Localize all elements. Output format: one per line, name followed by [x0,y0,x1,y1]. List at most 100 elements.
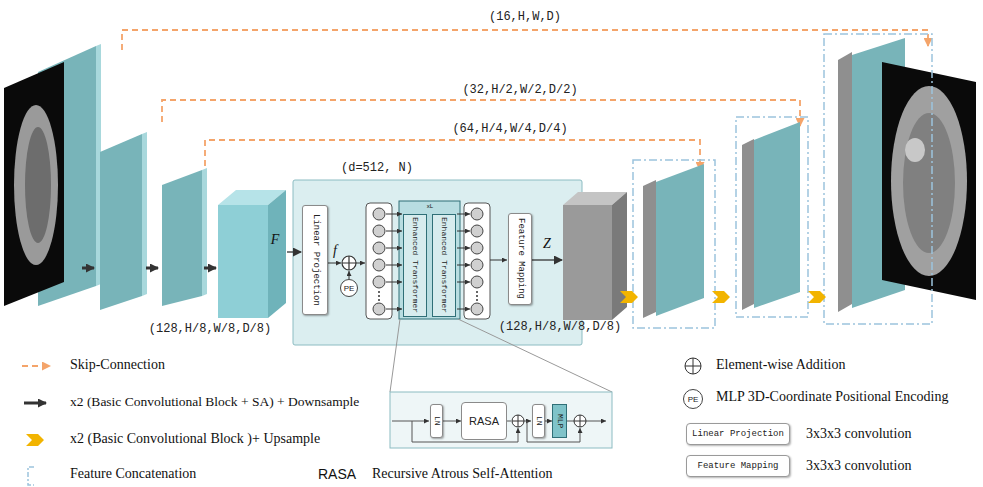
attention-box: RASA [461,402,507,440]
token-column [464,203,490,319]
token [373,276,385,288]
token [471,225,483,237]
concat-bracket [736,117,808,317]
flow-arrow [457,231,470,232]
flow-arrow [532,259,562,260]
addition-symbol [574,415,586,427]
token [373,225,385,237]
legend-text: x2 (Basic Convolutional Block )+ Upsampl… [70,431,320,447]
encoder-block [202,168,207,296]
token [373,259,385,271]
mlp-box: MLP [552,404,567,438]
node-text: PE [688,395,699,404]
ellipsis-dot [476,295,478,297]
flow-arrow [457,214,470,215]
legend-text: Element-wise Addition [716,357,845,373]
decoder-block [563,38,976,320]
token [471,208,483,220]
decoder-block [656,164,704,316]
encoder-block [4,44,286,318]
flow-arrow [386,265,402,266]
token-column [366,203,392,319]
legend-text: Recursive Atrous Self-Attention [372,466,552,482]
encoder-block [100,134,142,310]
ellipsis-dot [378,295,380,297]
transformer-panel-ground [399,201,460,319]
token [373,303,385,315]
node-text: Feature Mapping [516,218,525,299]
skip-connection [205,140,700,170]
legend-sample [26,434,44,446]
addition-symbol [342,256,356,270]
ellipsis-dot [378,291,478,301]
flow-arrow [386,248,402,249]
projection-box: Linear Projection [302,205,328,315]
legend-sample [28,467,34,485]
addition-symbol [574,415,586,427]
inset-panel [390,392,612,448]
decoder-block [903,113,955,253]
inset-wire [586,421,606,422]
node-text: Enhanced Transformer [411,217,419,313]
inset-wire [392,421,429,422]
conv-box: Feature Mapping [686,455,790,477]
flow-arrow [386,231,402,232]
ellipsis-dot [378,299,380,301]
node-text: (d=512, N) [341,161,413,175]
norm-box: LN [430,404,443,438]
flow-arrow [457,248,470,249]
legend-sample [24,402,46,405]
addition-symbol [512,415,524,427]
flow-arrow [328,263,341,264]
flow-arrow [349,271,350,279]
upsample-chevron [620,291,638,303]
pe-circle: PE [340,279,358,297]
tensor-symbol: f [333,243,337,259]
node-text: Linear Projection [311,214,320,306]
inset-panel [390,392,612,448]
tensor-symbol: F [271,232,280,248]
legend-sample [22,366,50,485]
encoder-block [25,127,51,243]
encoder-block [162,170,202,306]
encoder-block [142,132,147,296]
node-text: Feature Mapping [697,461,778,471]
token [373,208,385,220]
decoder-block [882,62,976,300]
encoder-block [218,205,268,318]
abbreviation: RASA [318,466,356,482]
addition-symbol [685,358,701,374]
skip-connection [122,30,928,170]
token-column [366,203,490,319]
connector [443,421,461,422]
node-text: PE [344,284,355,293]
addition-symbol [342,256,356,270]
concat-bracket [633,160,715,328]
tensor-symbol: Z [543,236,551,252]
node-text: RASA [469,415,499,427]
encoder-block [268,190,286,318]
ellipsis-dot [476,299,478,301]
dimension-label: (128,H/8,W/8,D/8) [149,322,271,336]
flow-arrow [386,282,402,283]
flow-arrow [457,282,470,283]
mapping-box: Feature Mapping [508,213,532,305]
inset-wire [507,421,511,422]
transformer-block: Enhanced Transformer [432,214,456,317]
dimension-label: (128,H/8,W/8,D/8) [499,320,621,334]
concat-bracket [633,34,932,328]
node-text: MLP [556,414,564,428]
upsample-chevron [712,291,730,303]
ellipsis-dot [378,291,380,293]
decoder-block [838,52,852,312]
connector [545,421,552,422]
legend-text: x2 (Basic Convolutional Block + SA) + Do… [70,394,359,410]
decoder-block [563,205,612,320]
flow-arrow [386,309,402,310]
token [471,242,483,254]
node-text: LN [433,416,441,426]
transformer-block: Enhanced Transformer [403,214,427,317]
downsample-arrow [204,267,216,270]
token [373,242,385,254]
